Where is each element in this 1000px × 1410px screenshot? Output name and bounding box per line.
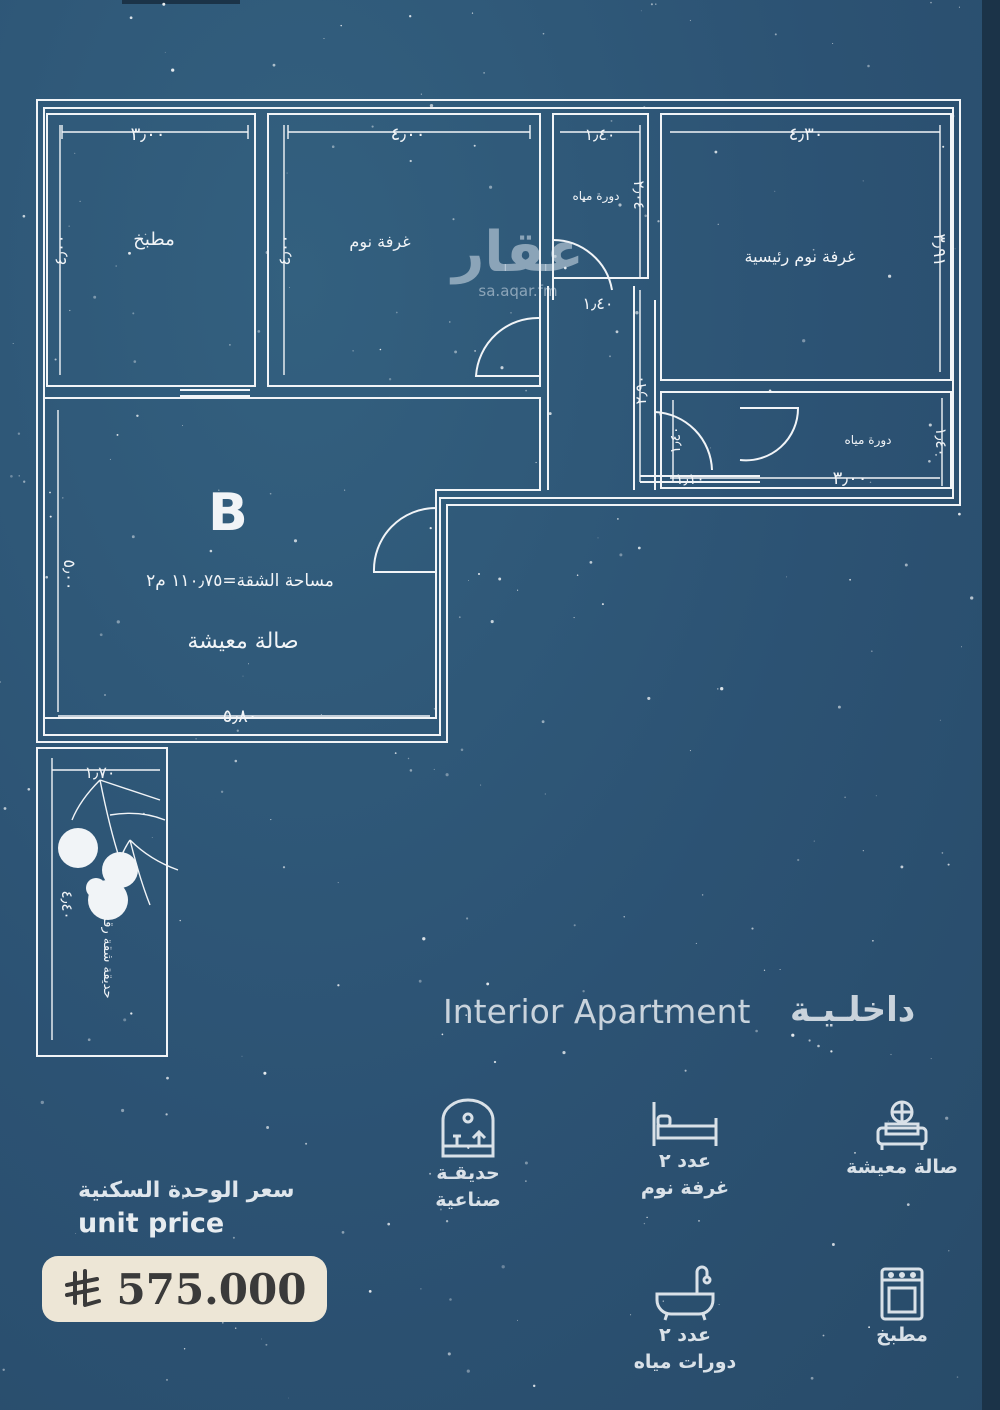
kitchen-outline [46, 113, 256, 387]
feature-garden-line1: حديقـة [436, 1162, 500, 1184]
dim-corridor-height: ٢٫٩٠ [632, 375, 650, 404]
dim-living-width: ٥٫٨٠ [223, 706, 258, 727]
door-bath-top [552, 239, 613, 291]
apartment-type-arabic: داخلـيـة [790, 990, 916, 1030]
living-outline [43, 397, 541, 719]
bedroom-outline [267, 113, 541, 387]
stove-icon [880, 1267, 924, 1321]
price-value: 575.000 [116, 1264, 307, 1314]
room-master-bedroom: غرفة نوم رئيسية [745, 247, 856, 267]
sofa-icon [876, 1100, 928, 1150]
room-bathroom-top: دورة مياه [572, 189, 619, 204]
unit-letter: B [208, 483, 248, 543]
dim-master-height: ٣٫٩١ [929, 234, 949, 267]
top-strip [122, 0, 240, 4]
dim-corridor-small-width: ١٫١٠ [675, 470, 704, 488]
room-bedroom: غرفة نوم [349, 232, 410, 252]
dim-garden-width: ١٫٧٠ [85, 763, 116, 782]
dim-garden-height: ٤٫٤٠ [58, 890, 76, 919]
door-entrance [372, 506, 437, 573]
outer-wall [36, 99, 961, 743]
dim-bedroom-height: ٤٫٠٠ [275, 235, 294, 266]
apartment-type-english: Interior Apartment [443, 992, 751, 1031]
master-outline [660, 113, 952, 381]
room-living: صالة معيشة [187, 629, 298, 654]
feature-living-room: صالة معيشة [832, 1098, 972, 1181]
bathtub-icon [655, 1265, 715, 1321]
feature-kitchen: مطبخ [832, 1266, 972, 1349]
bathroom-right-outline [660, 391, 952, 489]
feature-bathrooms-count: عدد ٢ [659, 1324, 711, 1346]
feature-bedrooms-count: عدد ٢ [659, 1150, 711, 1172]
dim-bath2-height: ١٫٤٠ [932, 427, 950, 456]
room-kitchen: مطبخ [133, 229, 174, 250]
feature-bedrooms: عدد ٢ غرفة نوم [615, 1098, 755, 1202]
dim-kitchen-width: ٣٫٠٠ [131, 124, 166, 145]
room-bathroom-right: دورة مياه [844, 433, 891, 448]
aqar-watermark: عقار sa.aqar.fm [438, 220, 598, 301]
inner-wall [43, 107, 954, 736]
area-label: مساحة الشقة=١١٠٫٧٥ م٢ [146, 571, 334, 591]
dim-bath-width: ١٫٤٠ [585, 125, 616, 144]
garden-outline [36, 747, 168, 1057]
right-edge [982, 0, 1000, 1410]
feature-garden: حديقـة صناعية [398, 1098, 538, 1214]
dim-master-width: ٤٫٣٠ [789, 124, 824, 145]
door-bedroom [474, 316, 541, 377]
riyal-symbol-icon [64, 1269, 101, 1307]
door-bath-right [739, 407, 800, 462]
price-box: 575.000 [42, 1256, 327, 1322]
dim-kitchen-height: ٤٫٠٠ [51, 235, 70, 266]
dim-bath2-width: ٣٫٠٠ [833, 468, 868, 489]
bathroom-top-outline [552, 113, 649, 279]
bed-icon [652, 1102, 718, 1146]
dim-corridor-small-height: ١٫٤٠ [668, 426, 684, 453]
feature-living-room-label: صالة معيشة [846, 1156, 958, 1178]
door-corridor [654, 411, 713, 471]
dim-hall-width: ١٫٤٠ [583, 294, 614, 313]
feature-bathrooms: عدد ٢ دورات مياه [615, 1264, 755, 1376]
price-label-arabic: سعر الوحدة السكنية [78, 1178, 295, 1203]
room-garden: حديقة شقة رقم ١ [100, 902, 115, 999]
dim-living-height: ٥٫٠٠ [60, 560, 79, 591]
feature-bedrooms-label: غرفة نوم [640, 1177, 730, 1199]
plant-illustration [58, 779, 179, 920]
feature-garden-line2: صناعية [435, 1189, 501, 1211]
feature-bathrooms-label: دورات مياه [633, 1351, 737, 1373]
floor-plan: B مساحة الشقة=١١٠٫٧٥ م٢ صالة معيشة مطبخ … [36, 99, 961, 1057]
price-label-english: unit price [78, 1208, 225, 1239]
watermark-url: sa.aqar.fm [478, 282, 558, 300]
dim-bedroom-width: ٤٫٠٠ [391, 124, 426, 145]
garden-icon [441, 1098, 495, 1158]
feature-kitchen-label: مطبخ [876, 1324, 928, 1346]
dim-bath-height: ٢٫٠٤ [630, 180, 648, 209]
watermark-logo: عقار [452, 220, 584, 285]
